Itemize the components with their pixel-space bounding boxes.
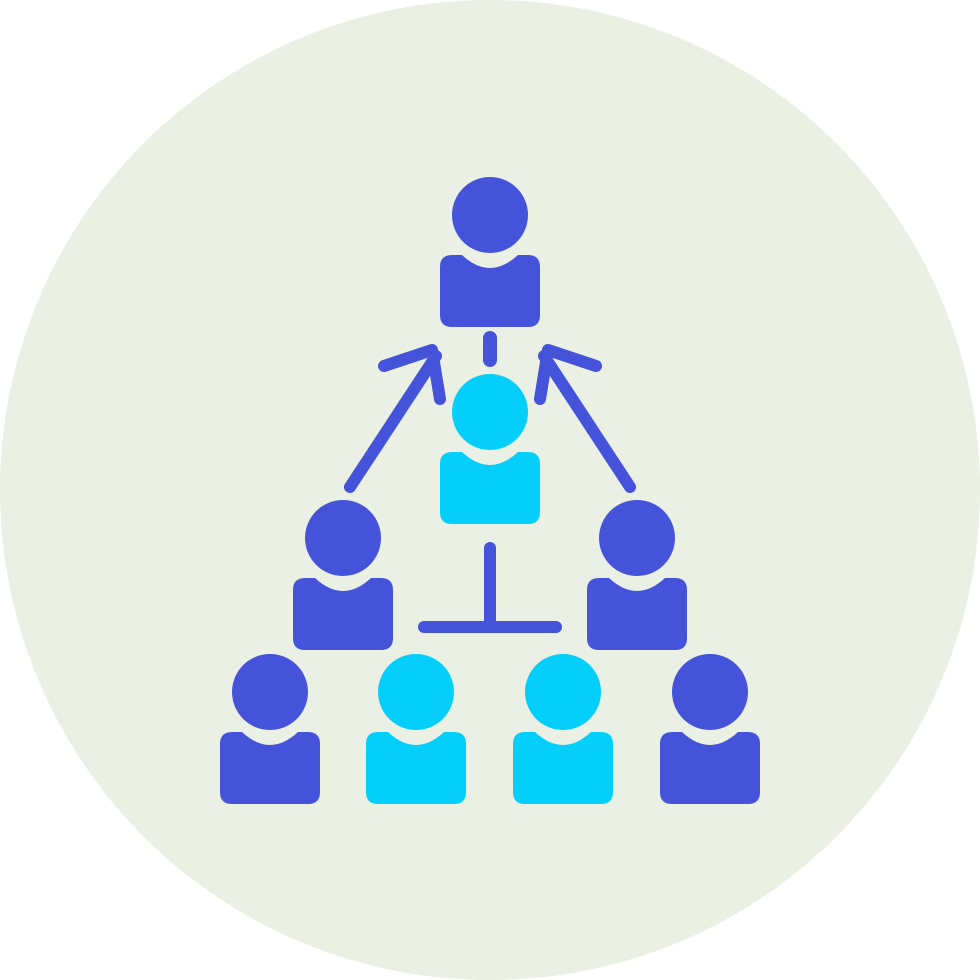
person-body bbox=[660, 732, 760, 804]
person-body bbox=[513, 732, 613, 804]
right-up-arrow bbox=[538, 350, 636, 493]
left-arrowhead bbox=[378, 344, 446, 405]
person-head bbox=[452, 374, 528, 450]
person-body bbox=[293, 578, 393, 650]
person-head bbox=[378, 654, 454, 730]
connectors bbox=[344, 331, 636, 633]
person-head bbox=[452, 177, 528, 253]
person-body bbox=[440, 452, 540, 524]
person-body bbox=[440, 255, 540, 327]
person-head bbox=[672, 654, 748, 730]
person-head bbox=[599, 500, 675, 576]
right-arrowhead bbox=[534, 344, 602, 405]
person-head bbox=[525, 654, 601, 730]
center-member-person-icon bbox=[440, 374, 540, 524]
middle-left-member-person-icon bbox=[293, 500, 393, 650]
people bbox=[220, 177, 760, 804]
person-body bbox=[220, 732, 320, 804]
bottom-right-member-person-icon bbox=[660, 654, 760, 804]
person-body bbox=[366, 732, 466, 804]
middle-right-member-person-icon bbox=[587, 500, 687, 650]
bottom-center-left-member-person-icon bbox=[366, 654, 466, 804]
bottom-left-member-person-icon bbox=[220, 654, 320, 804]
person-head bbox=[232, 654, 308, 730]
left-up-arrow bbox=[344, 350, 442, 493]
top-leader-person-icon bbox=[440, 177, 540, 327]
bottom-center-right-member-person-icon bbox=[513, 654, 613, 804]
person-head bbox=[305, 500, 381, 576]
person-body bbox=[587, 578, 687, 650]
